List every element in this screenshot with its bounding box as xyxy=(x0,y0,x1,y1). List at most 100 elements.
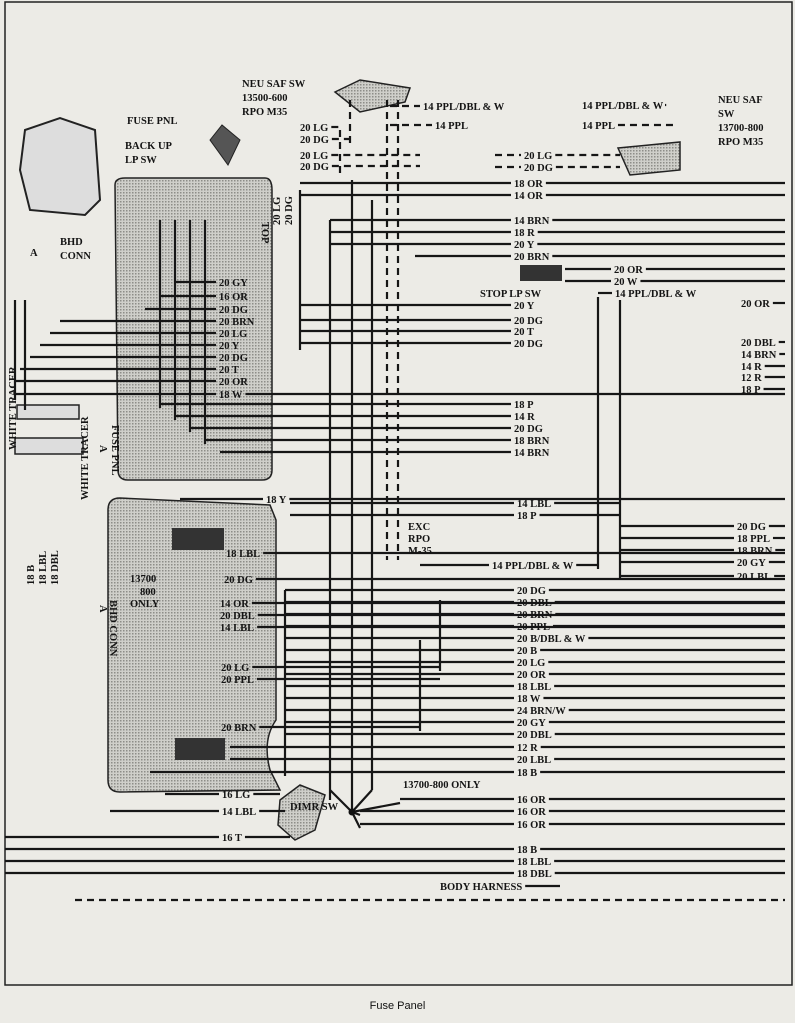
wire-label: SW xyxy=(718,109,735,120)
wire-label: 20 BRN xyxy=(517,610,553,621)
wire-label: WHITE TRACER xyxy=(8,366,19,450)
wire-label: 20 OR xyxy=(614,265,643,276)
wire-label: 18 P xyxy=(741,385,761,396)
wire-label: 18 B xyxy=(517,845,537,856)
wire-label: 20 DG xyxy=(737,522,766,533)
wire-label: 18 R xyxy=(514,228,535,239)
backup-lamp-switch xyxy=(209,124,241,166)
wire-label: 20 GY xyxy=(219,278,248,289)
wire-label: 20 DG xyxy=(300,162,329,173)
wire-label: M-35 xyxy=(408,546,432,557)
wire-label: FUSE PNL xyxy=(109,425,120,475)
wire-label: 18 W xyxy=(219,390,243,401)
wire-label: 12 R xyxy=(741,373,762,384)
wire-label: 18 Y xyxy=(266,495,287,506)
wire-label: 24 BRN/W xyxy=(517,706,566,717)
wire-label: 20 DG xyxy=(514,339,543,350)
wire-label: 20 LG xyxy=(219,329,247,340)
wire-label: 18 BRN xyxy=(514,436,550,447)
wire-label: 20 Y xyxy=(219,341,240,352)
wire-label: BHD CONN xyxy=(107,600,118,657)
wire-label: 20 OR xyxy=(741,299,770,310)
wire-label: 13700-800 xyxy=(718,123,764,134)
wire-label: 14 PPL/DBL & W xyxy=(492,561,574,572)
wire-label: 18 DBL xyxy=(50,550,61,585)
wire-label: 20 T xyxy=(514,327,534,338)
wire-label: 18 LBL xyxy=(517,682,551,693)
wire-label: 16 T xyxy=(222,833,242,844)
wire-label: 800 xyxy=(140,587,156,598)
wire-label: 18 P xyxy=(514,400,534,411)
wire-label: 20 DBL xyxy=(220,611,255,622)
wire-label: ONLY xyxy=(130,599,160,610)
wire-label: A xyxy=(97,605,108,613)
wire-label: 20 LBL xyxy=(737,572,771,583)
wire-label: 20 W xyxy=(614,277,638,288)
wire-label: NEU SAF SW xyxy=(242,79,306,90)
fuse-block-connector-lower xyxy=(175,738,225,760)
wire-label: 14 PPL/DBL & W xyxy=(423,102,505,113)
wire-label: 13700 xyxy=(130,574,156,585)
wire-label: 18 B xyxy=(26,565,37,585)
wire-label: 18 PPL xyxy=(737,534,770,545)
wire-label: 20 LG xyxy=(300,123,328,134)
neutral-safety-switch-right xyxy=(616,141,681,176)
wire-label: 14 LBL xyxy=(517,499,551,510)
wire-label: EXC xyxy=(408,522,430,533)
wire-label: 20 DG xyxy=(284,196,295,225)
wire-label: DIMR SW xyxy=(290,802,339,813)
wire-label: 20 DG xyxy=(524,163,553,174)
wire-label: 20 DBL xyxy=(741,338,776,349)
wire-label: 16 OR xyxy=(517,820,546,831)
wire-label: 18 B xyxy=(517,768,537,779)
wire-label: 14 PPL/DBL & W xyxy=(582,101,664,112)
wire-label: 20 LG xyxy=(300,151,328,162)
wire-label: 14 R xyxy=(741,362,762,373)
wire-label: 18 P xyxy=(517,511,537,522)
splice-wire xyxy=(329,789,353,813)
wire-label: STOP LP SW xyxy=(480,289,542,300)
wire-label: 14 BRN xyxy=(741,350,777,361)
wire-label: 20 PPL xyxy=(221,675,254,686)
wire-label: 20 LG xyxy=(517,658,545,669)
wire-label: 20 LG xyxy=(221,663,249,674)
wire-label: 20 BRN xyxy=(221,723,257,734)
wire-label: 14 R xyxy=(514,412,535,423)
wire-label: 18 LBL xyxy=(38,551,49,585)
wire-label: 14 PPL/DBL & W xyxy=(615,289,697,300)
bulkhead-connector-upper xyxy=(16,404,80,420)
wire-label: BHD xyxy=(60,237,83,248)
wire-label: 20 LBL xyxy=(517,755,551,766)
wire-label: 18 LBL xyxy=(517,857,551,868)
wire-label: 20 BRN xyxy=(219,317,255,328)
wire-label: 16 LG xyxy=(222,790,250,801)
wire-label: 20 DG xyxy=(514,424,543,435)
wire-label: 18 DBL xyxy=(517,869,552,880)
wire-label: 13700-800 ONLY xyxy=(403,780,481,791)
wire-label: 18 W xyxy=(517,694,541,705)
wire-label: 14 BRN xyxy=(514,448,550,459)
wire-label: 20 PPL xyxy=(517,622,550,633)
wire-label: 20 B/DBL & W xyxy=(517,634,586,645)
wire-label: 20 B xyxy=(517,646,537,657)
neutral-safety-switch-left xyxy=(333,79,412,113)
wire-label: 20 DBL xyxy=(517,730,552,741)
wire-label: CONN xyxy=(60,251,91,262)
fuse-block-connector xyxy=(172,528,224,550)
wire-label: 20 T xyxy=(219,365,239,376)
wire-label: 20 DBL xyxy=(517,598,552,609)
wire-label: 20 DG xyxy=(300,135,329,146)
wire-label: BODY HARNESS xyxy=(440,882,522,893)
wire-label: 13500-600 xyxy=(242,93,288,104)
wire-label: FUSE PNL xyxy=(127,116,177,127)
wire-label: 20 LG xyxy=(524,151,552,162)
wire-label: WHITE TRACER xyxy=(80,416,91,500)
fuse-panel-upper xyxy=(114,177,273,481)
wire-label: 16 OR xyxy=(517,795,546,806)
wire-label: 20 GY xyxy=(737,558,766,569)
wire-label: 20 LG xyxy=(272,197,283,225)
wire-label: 14 PPL xyxy=(582,121,615,132)
wire-label: A xyxy=(30,248,38,259)
